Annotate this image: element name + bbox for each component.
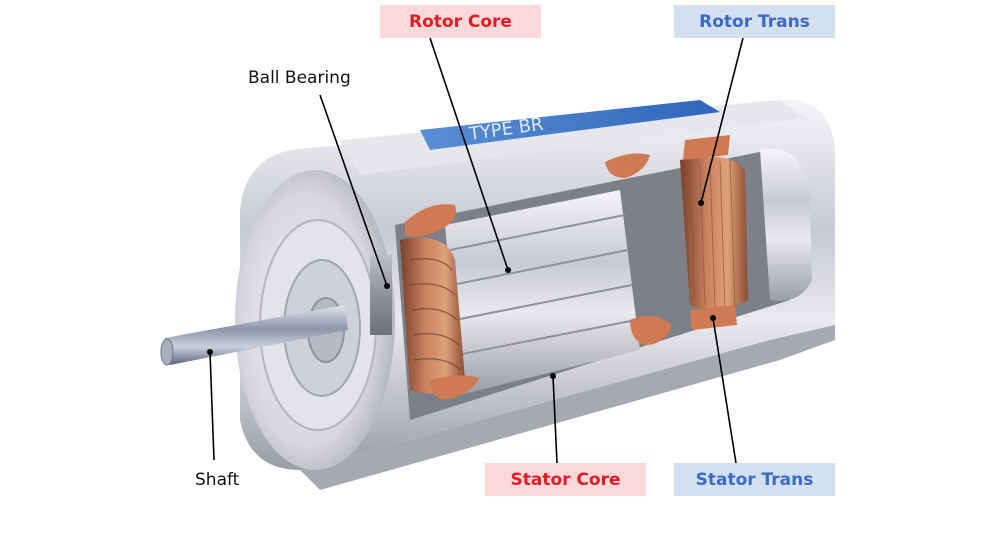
leader-rotor-trans: [700, 37, 744, 204]
leader-shaft: [209, 351, 215, 461]
leader-stator-core: [552, 375, 558, 464]
leader-dots: [207, 200, 716, 379]
label-shaft: Shaft: [195, 470, 240, 490]
leader-stator-trans: [712, 317, 737, 464]
label-rotor-core: Rotor Core: [380, 5, 541, 38]
stator-winding-bottom-right: [630, 316, 672, 345]
casing-blue-band: [420, 100, 720, 150]
ball-bearing: [370, 255, 392, 335]
leader-ball-bearing: [319, 94, 388, 287]
label-rotor-trans: Rotor Trans: [674, 5, 835, 38]
stator-winding-bottom-left: [430, 375, 480, 400]
stator-transformer-winding-top: [683, 135, 730, 160]
leader-lines: [209, 37, 744, 464]
label-ball-bearing: Ball Bearing: [248, 68, 351, 88]
motor-interior: [395, 135, 812, 420]
stator-winding-top-right: [605, 153, 650, 178]
stator-winding-top-left: [405, 204, 456, 237]
rear-end-cap: [760, 148, 812, 301]
rotor-end-winding: [400, 237, 465, 394]
label-stator-trans: Stator Trans: [674, 463, 835, 496]
label-stator-core: Stator Core: [485, 463, 646, 496]
leader-rotor-core: [429, 37, 509, 271]
